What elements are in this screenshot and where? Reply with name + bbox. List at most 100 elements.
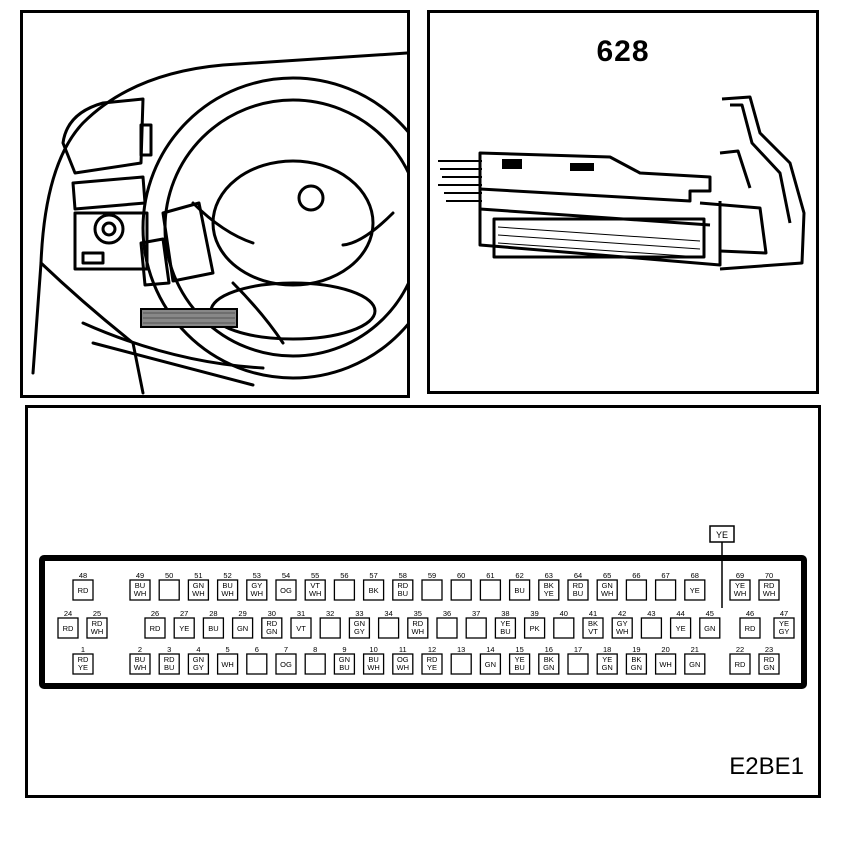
- pin-box: [773, 617, 795, 639]
- pin-wire-color: YE: [515, 655, 525, 664]
- pin-wire-color: YE: [500, 619, 510, 628]
- pin-wire-color: WH: [91, 627, 104, 636]
- pin-wire-color: WH: [601, 589, 614, 598]
- pin-number: 21: [691, 645, 699, 654]
- pin-wire-color: GN: [354, 619, 365, 628]
- pin-box: [216, 579, 239, 601]
- pin-number: 40: [560, 609, 568, 618]
- pin-box: [86, 617, 108, 639]
- pin-wire-color: WH: [763, 589, 776, 598]
- pin-wire-color: RD: [735, 660, 746, 669]
- pin-number: 49: [136, 571, 144, 580]
- pin-wire-color: RD: [764, 581, 775, 590]
- pin-box: [187, 653, 210, 675]
- pin-box: [596, 653, 618, 675]
- pin-box: [553, 617, 575, 639]
- pin-number: 69: [736, 571, 744, 580]
- pin-wire-color: GY: [251, 581, 262, 590]
- pin-number: 64: [574, 571, 582, 580]
- pin-wire-color: GN: [193, 655, 204, 664]
- pin-wire-color: WH: [367, 663, 380, 672]
- pin-wire-color: GN: [763, 663, 774, 672]
- pin-wire-color: WH: [309, 589, 322, 598]
- pin-box: [246, 653, 268, 675]
- pin-box: [450, 653, 472, 675]
- pin-wire-color: RD: [427, 655, 438, 664]
- pin-box: [654, 653, 677, 675]
- pin-number: 20: [661, 645, 669, 654]
- pin-number: 12: [428, 645, 436, 654]
- pin-box: [158, 653, 180, 675]
- pin-wire-color: YE: [179, 624, 189, 633]
- pin-wire-color: VT: [296, 624, 306, 633]
- pin-box: [669, 617, 692, 639]
- pin-number: 58: [399, 571, 407, 580]
- pin-number: 36: [443, 609, 451, 618]
- pin-wire-color: RD: [397, 581, 408, 590]
- pin-wire-color: YE: [779, 619, 789, 628]
- pin-wire-color: YE: [602, 655, 612, 664]
- pin-wire-color: OG: [280, 586, 292, 595]
- pin-wire-color: GY: [354, 627, 365, 636]
- pin-box: [699, 617, 721, 639]
- pin-box: [57, 617, 79, 639]
- pin-wire-color: BU: [208, 624, 218, 633]
- pin-box: [684, 579, 706, 601]
- pin-number: 61: [486, 571, 494, 580]
- pin-number: 3: [167, 645, 171, 654]
- pin-number: 14: [486, 645, 494, 654]
- pin-wire-color: GY: [193, 663, 204, 672]
- pin-number: 65: [603, 571, 611, 580]
- pin-box: [275, 579, 297, 601]
- pin-6: 6: [246, 645, 268, 675]
- pin-box: [596, 579, 618, 601]
- pin-box: [508, 579, 531, 601]
- dashboard-illustration: [31, 51, 407, 395]
- pin-box: [377, 617, 400, 639]
- pin-wire-color: BU: [500, 627, 510, 636]
- pin-number: 10: [369, 645, 377, 654]
- pin-box: [72, 579, 94, 601]
- pin-number: 35: [414, 609, 422, 618]
- pin-wire-color: GN: [339, 655, 350, 664]
- pin-number: 6: [255, 645, 259, 654]
- pin-box: [129, 579, 151, 601]
- pin-50: 50: [158, 571, 180, 601]
- pin-box: [392, 579, 414, 601]
- pin-box: [494, 617, 517, 639]
- pin-number: 53: [253, 571, 261, 580]
- pin-box: [479, 653, 502, 675]
- pin-wire-color: GN: [266, 627, 277, 636]
- pin-number: 13: [457, 645, 465, 654]
- pin-number: 27: [180, 609, 188, 618]
- pin-wire-color: GN: [543, 663, 554, 672]
- pin-wire-color: GY: [779, 627, 790, 636]
- pin-wire-color: YE: [735, 581, 745, 590]
- pin-number: 44: [676, 609, 684, 618]
- pin-number: 39: [530, 609, 538, 618]
- pin-number: 54: [282, 571, 290, 580]
- pin-wire-color: RD: [164, 655, 175, 664]
- pin-box: [450, 579, 472, 601]
- pin-box: [129, 653, 151, 675]
- pin-number: 22: [736, 645, 744, 654]
